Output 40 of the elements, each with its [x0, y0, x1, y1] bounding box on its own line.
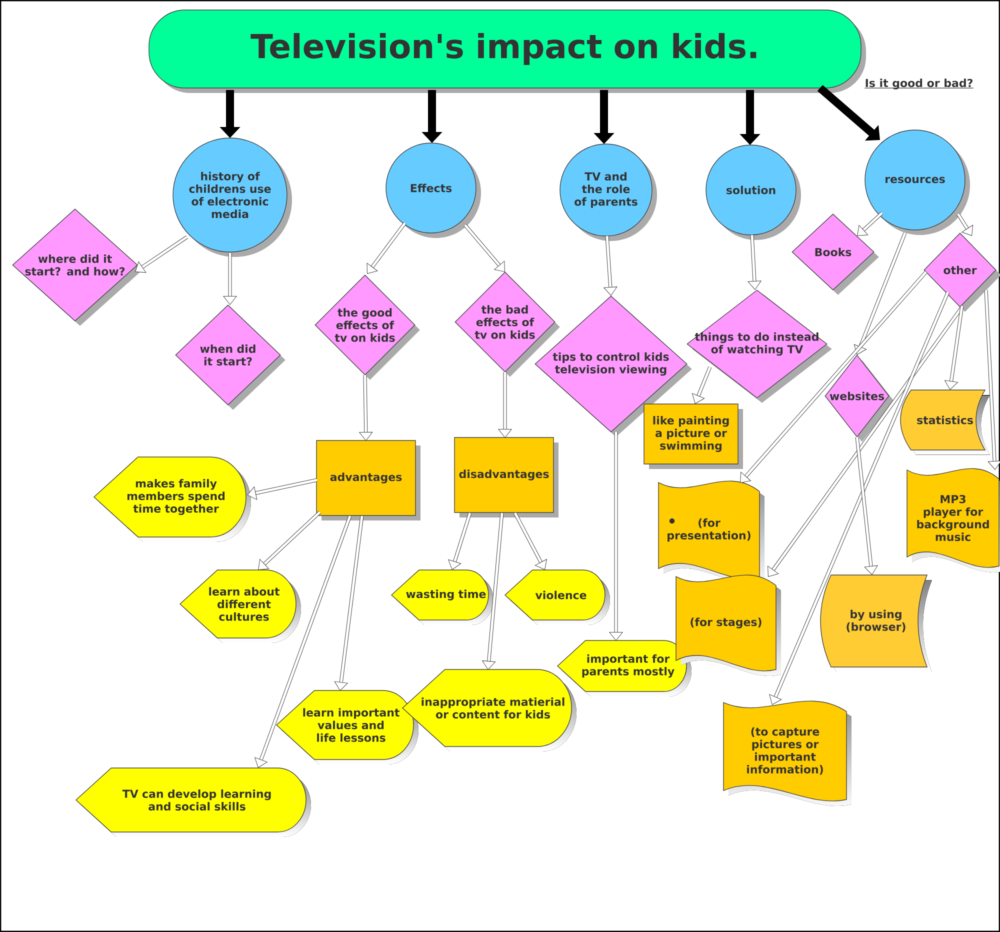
hollow-arrow	[855, 436, 878, 575]
point-callout: TV can develop learning and social skills	[76, 768, 311, 837]
point-callout: inappropriate matierial or content for kids	[402, 669, 576, 752]
point-callout: makes family members spend time together	[94, 456, 251, 542]
hollow-arrow	[769, 291, 950, 705]
category-box: advantages	[316, 440, 420, 520]
hollow-arrow	[448, 512, 472, 570]
hollow-arrow	[854, 232, 907, 355]
point-callout: learn about different cultures	[180, 570, 301, 643]
point-callout: wasting time	[391, 570, 494, 625]
category-box: disadvantages	[454, 437, 558, 518]
hollow-arrow	[464, 224, 505, 272]
hollow-arrow	[258, 510, 322, 570]
category-box: like painting a picture or swimming	[644, 404, 743, 469]
hollow-arrow	[857, 212, 884, 236]
note-link: Is it good or bad?	[864, 78, 974, 90]
curved-box: statistics	[900, 390, 990, 455]
hollow-arrow	[223, 253, 237, 305]
hollow-arrow	[984, 290, 1000, 470]
hollow-arrow	[748, 234, 762, 290]
hollow-arrow	[247, 478, 318, 500]
hollow-arrow	[366, 222, 406, 274]
point-callout: violence	[504, 570, 610, 625]
hollow-arrow	[334, 516, 364, 691]
hollow-arrow	[359, 374, 373, 441]
hollow-arrow	[944, 306, 964, 390]
hollow-arrow	[513, 512, 547, 570]
point-callout: important for parents mostly	[557, 640, 692, 696]
title-banner: Television's impact on kids.	[148, 10, 866, 93]
hollow-arrow	[498, 372, 512, 438]
hollow-arrow	[692, 366, 712, 404]
curved-box: by using (browser)	[820, 574, 932, 672]
hollow-arrow	[740, 270, 928, 483]
hollow-arrow	[254, 515, 352, 768]
hollow-arrow	[482, 512, 504, 670]
hollow-arrow	[956, 213, 974, 236]
point-callout: learn important values and life lessons	[276, 690, 418, 764]
hollow-arrow	[604, 236, 618, 296]
hollow-arrow	[135, 236, 188, 273]
hollow-arrow	[609, 432, 623, 641]
